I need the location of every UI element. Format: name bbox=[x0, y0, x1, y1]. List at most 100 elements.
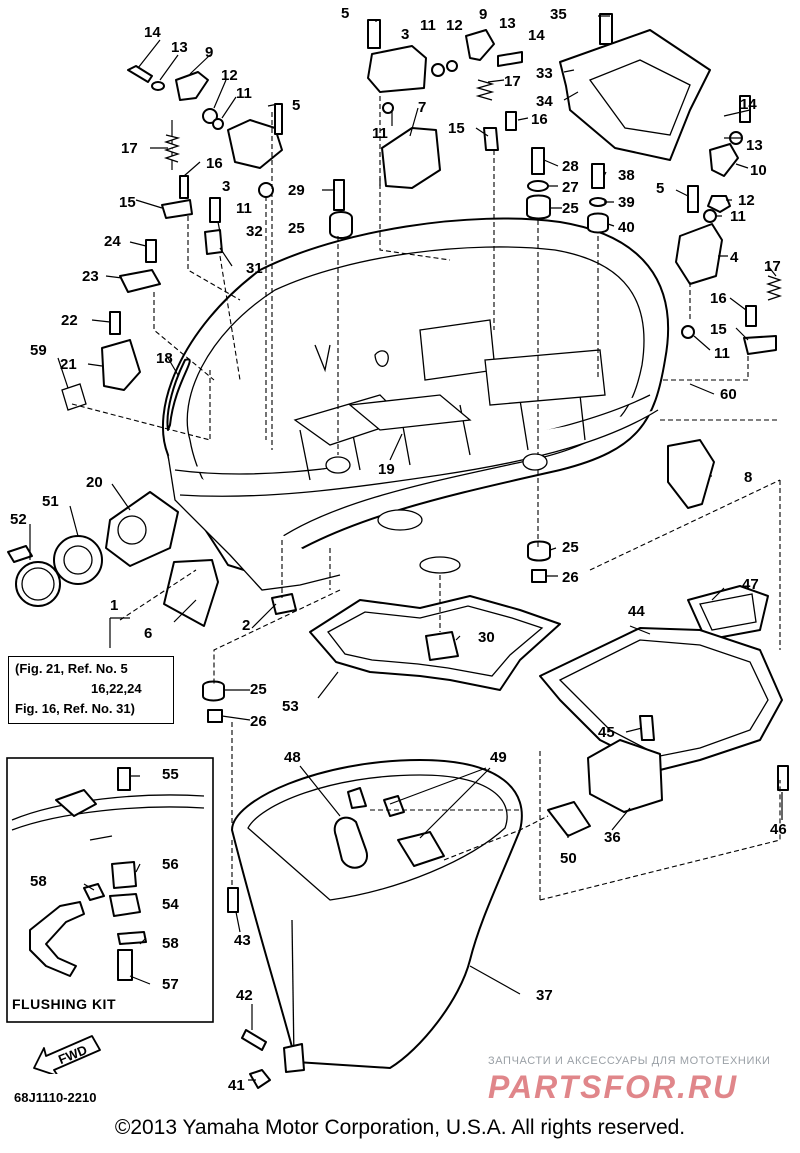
callout-7: 7 bbox=[418, 99, 426, 116]
callout-25b: 25 bbox=[562, 200, 579, 217]
callout-19: 19 bbox=[378, 461, 395, 478]
callout-28: 28 bbox=[562, 158, 579, 175]
leader-lines bbox=[29, 15, 783, 1081]
ref-note-line-3: Fig. 16, Ref. No. 31) bbox=[15, 701, 135, 716]
callout-9a: 9 bbox=[479, 6, 487, 23]
callout-39: 39 bbox=[618, 194, 635, 211]
callout-16a: 16 bbox=[531, 111, 548, 128]
callout-6: 6 bbox=[144, 625, 152, 642]
callout-15c: 15 bbox=[710, 321, 727, 338]
flushing-kit-box bbox=[6, 757, 214, 1023]
ref-note-line-1: (Fig. 21, Ref. No. 5 bbox=[15, 661, 128, 676]
watermark-tagline: ЗАПЧАСТИ И АКСЕССУАРЫ ДЛЯ МОТОТЕХНИКИ bbox=[488, 1055, 771, 1067]
callout-11b: 11 bbox=[236, 85, 252, 102]
callout-21: 21 bbox=[60, 356, 77, 373]
callout-35: 35 bbox=[550, 6, 567, 23]
callout-34: 34 bbox=[536, 93, 553, 110]
bottom-cowling bbox=[161, 217, 670, 591]
callout-11c: 11 bbox=[372, 125, 388, 142]
callout-4: 4 bbox=[730, 249, 739, 266]
callout-55: 55 bbox=[162, 766, 179, 783]
upper-hardware bbox=[61, 13, 783, 411]
callout-26a: 26 bbox=[562, 569, 579, 586]
callout-3b: 3 bbox=[222, 178, 230, 195]
callout-13a: 13 bbox=[499, 15, 516, 32]
callout-3a: 3 bbox=[401, 26, 409, 43]
callout-52: 52 bbox=[10, 511, 27, 528]
seal-strip-18 bbox=[166, 358, 191, 431]
callout-59: 59 bbox=[30, 342, 47, 359]
callout-10: 10 bbox=[750, 162, 767, 179]
callout-58b: 58 bbox=[162, 935, 179, 952]
callout-53: 53 bbox=[282, 698, 299, 715]
callout-15a: 15 bbox=[448, 120, 465, 137]
flushing-kit-label: FLUSHING KIT bbox=[12, 996, 116, 1012]
callout-24: 24 bbox=[104, 233, 121, 250]
callout-22: 22 bbox=[61, 312, 78, 329]
callout-11a: 11 bbox=[420, 17, 436, 34]
callout-25c: 25 bbox=[562, 539, 579, 556]
callout-11d: 11 bbox=[236, 200, 252, 217]
callout-8: 8 bbox=[744, 469, 752, 486]
apron-37 bbox=[231, 759, 591, 1073]
callout-57: 57 bbox=[162, 976, 179, 993]
callout-45: 45 bbox=[598, 724, 615, 741]
fwd-arrow-icon: FWD bbox=[33, 1035, 101, 1074]
callout-37: 37 bbox=[536, 987, 553, 1004]
ref-note-line-2: 16,22,24 bbox=[91, 681, 142, 696]
callout-5b: 5 bbox=[292, 97, 300, 114]
callout-12c: 12 bbox=[738, 192, 755, 209]
callout-14b: 14 bbox=[144, 24, 161, 41]
callout-17c: 17 bbox=[764, 258, 781, 275]
callout-40: 40 bbox=[618, 219, 635, 236]
callout-46: 46 bbox=[770, 821, 787, 838]
callout-33: 33 bbox=[536, 65, 553, 82]
watermark-logo: PARTSFOR.RU bbox=[488, 1069, 736, 1105]
callout-12a: 12 bbox=[446, 17, 463, 34]
callout-26b: 26 bbox=[250, 713, 267, 730]
callout-12b: 12 bbox=[221, 67, 238, 84]
callout-25a: 25 bbox=[288, 220, 305, 237]
callout-16b: 16 bbox=[206, 155, 223, 172]
callout-17a: 17 bbox=[504, 73, 521, 90]
callout-41: 41 bbox=[228, 1077, 245, 1094]
callout-29: 29 bbox=[288, 182, 305, 199]
callout-11f: 11 bbox=[714, 345, 730, 362]
callout-30: 30 bbox=[478, 629, 495, 646]
callout-38: 38 bbox=[618, 167, 635, 184]
callout-13c: 13 bbox=[746, 137, 763, 154]
callout-11e: 11 bbox=[730, 208, 746, 225]
callout-49: 49 bbox=[490, 749, 507, 766]
callout-25d: 25 bbox=[250, 681, 267, 698]
callout-5c: 5 bbox=[656, 180, 664, 197]
callout-14a: 14 bbox=[528, 27, 545, 44]
callout-9b: 9 bbox=[205, 44, 213, 61]
callout-5a: 5 bbox=[341, 5, 349, 22]
callout-14c: 14 bbox=[740, 96, 757, 113]
callout-23: 23 bbox=[82, 268, 99, 285]
callout-16c: 16 bbox=[710, 290, 727, 307]
callout-labels: 5 3 11 12 9 13 14 35 17 34 33 14 13 9 12… bbox=[10, 5, 787, 1094]
callout-44: 44 bbox=[628, 603, 645, 620]
callout-1: 1 bbox=[110, 597, 118, 614]
callout-48: 48 bbox=[284, 749, 301, 766]
callout-18: 18 bbox=[156, 350, 173, 367]
lower-fasteners bbox=[227, 887, 271, 1089]
callout-54: 54 bbox=[162, 896, 179, 913]
fwd-label: FWD bbox=[56, 1042, 89, 1067]
callout-56: 56 bbox=[162, 856, 179, 873]
callout-36: 36 bbox=[604, 829, 621, 846]
callout-58a: 58 bbox=[30, 873, 47, 890]
bracket-assembly bbox=[539, 585, 789, 813]
grommets bbox=[202, 540, 551, 723]
callout-43: 43 bbox=[234, 932, 251, 949]
callout-31: 31 bbox=[246, 260, 263, 277]
callout-32: 32 bbox=[246, 223, 263, 240]
callout-17b: 17 bbox=[121, 140, 138, 157]
callout-50: 50 bbox=[560, 850, 577, 867]
callout-15b: 15 bbox=[119, 194, 136, 211]
callout-13b: 13 bbox=[171, 39, 188, 56]
callout-2: 2 bbox=[242, 617, 250, 634]
